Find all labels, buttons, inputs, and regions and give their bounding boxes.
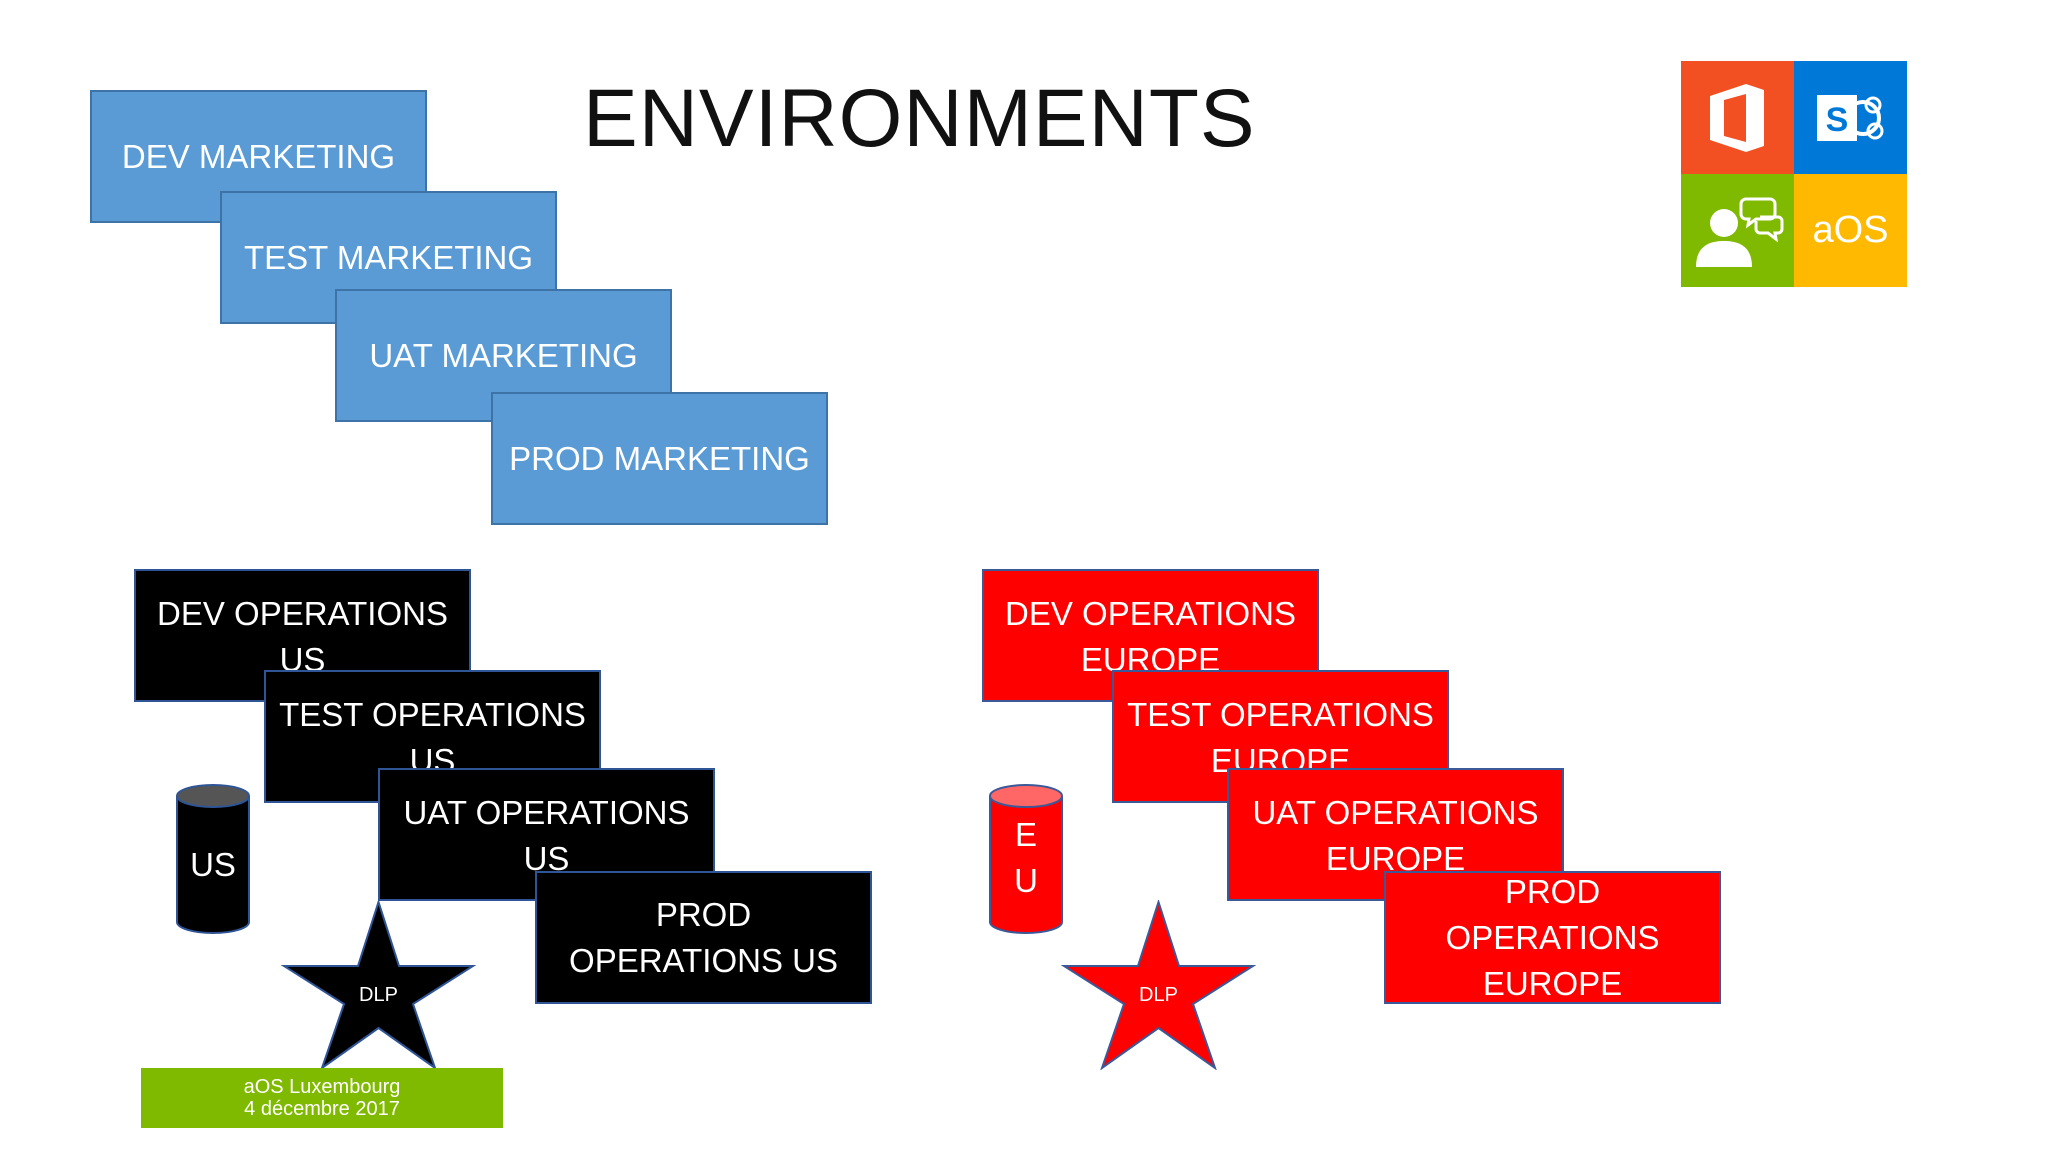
logo-tile-community — [1681, 174, 1794, 287]
prod-operations-us-box: PROD OPERATIONS US — [535, 871, 872, 1004]
sharepoint-icon: S — [1816, 94, 1883, 141]
cylinder-label-us: US — [190, 846, 236, 883]
box-label: UAT OPERATIONS EUROPE — [1252, 794, 1539, 877]
box-label: DEV OPERATIONS EUROPE — [1005, 595, 1296, 678]
logo-tile-aos: aOS — [1794, 174, 1907, 287]
star-label-eu: DLP — [1139, 984, 1178, 1006]
star-shape-eu — [1061, 900, 1256, 1070]
us-database-cylinder: US — [175, 784, 251, 936]
box-label: DEV MARKETING — [121, 137, 396, 175]
box-label: UAT OPERATIONS US — [403, 794, 690, 877]
cylinder-shape-eu — [989, 784, 1063, 934]
page-title: ENVIRONMENTS — [583, 73, 1256, 164]
footer-event-name: aOS Luxembourg — [243, 1076, 401, 1098]
star-label-us: DLP — [359, 984, 398, 1006]
box-label: UAT MARKETING — [369, 336, 638, 374]
box-label: PROD OPERATIONS EUROPE — [1445, 872, 1660, 1002]
aos-logo: S aOS — [1681, 61, 1907, 287]
box-label: DEV OPERATIONS US — [157, 595, 448, 678]
office-icon — [1709, 83, 1764, 152]
cylinder-label-eu: E U — [1014, 816, 1038, 899]
people-chat-icon — [1695, 197, 1783, 267]
star-shape-us — [281, 900, 476, 1070]
footer-date: 4 décembre 2017 — [244, 1098, 400, 1120]
box-label: PROD OPERATIONS US — [569, 895, 838, 979]
prod-marketing-box: PROD MARKETING — [491, 392, 828, 525]
dlp-star-eu: DLP — [1061, 900, 1256, 1070]
logo-tile-office — [1681, 61, 1794, 174]
box-label: TEST MARKETING — [243, 238, 534, 276]
dlp-star-us: DLP — [281, 900, 476, 1070]
box-label: TEST OPERATIONS US — [279, 696, 586, 779]
cylinder-shape-us — [176, 784, 250, 934]
eu-database-cylinder: E U — [988, 784, 1064, 936]
event-footer: aOS Luxembourg 4 décembre 2017 — [141, 1068, 503, 1128]
box-label: PROD MARKETING — [509, 439, 810, 477]
logo-aos-text: aOS — [1812, 209, 1889, 251]
logo-tile-sharepoint: S — [1794, 61, 1907, 174]
svg-text:S: S — [1825, 101, 1848, 139]
prod-operations-europe-box: PROD OPERATIONS EUROPE — [1384, 871, 1721, 1004]
